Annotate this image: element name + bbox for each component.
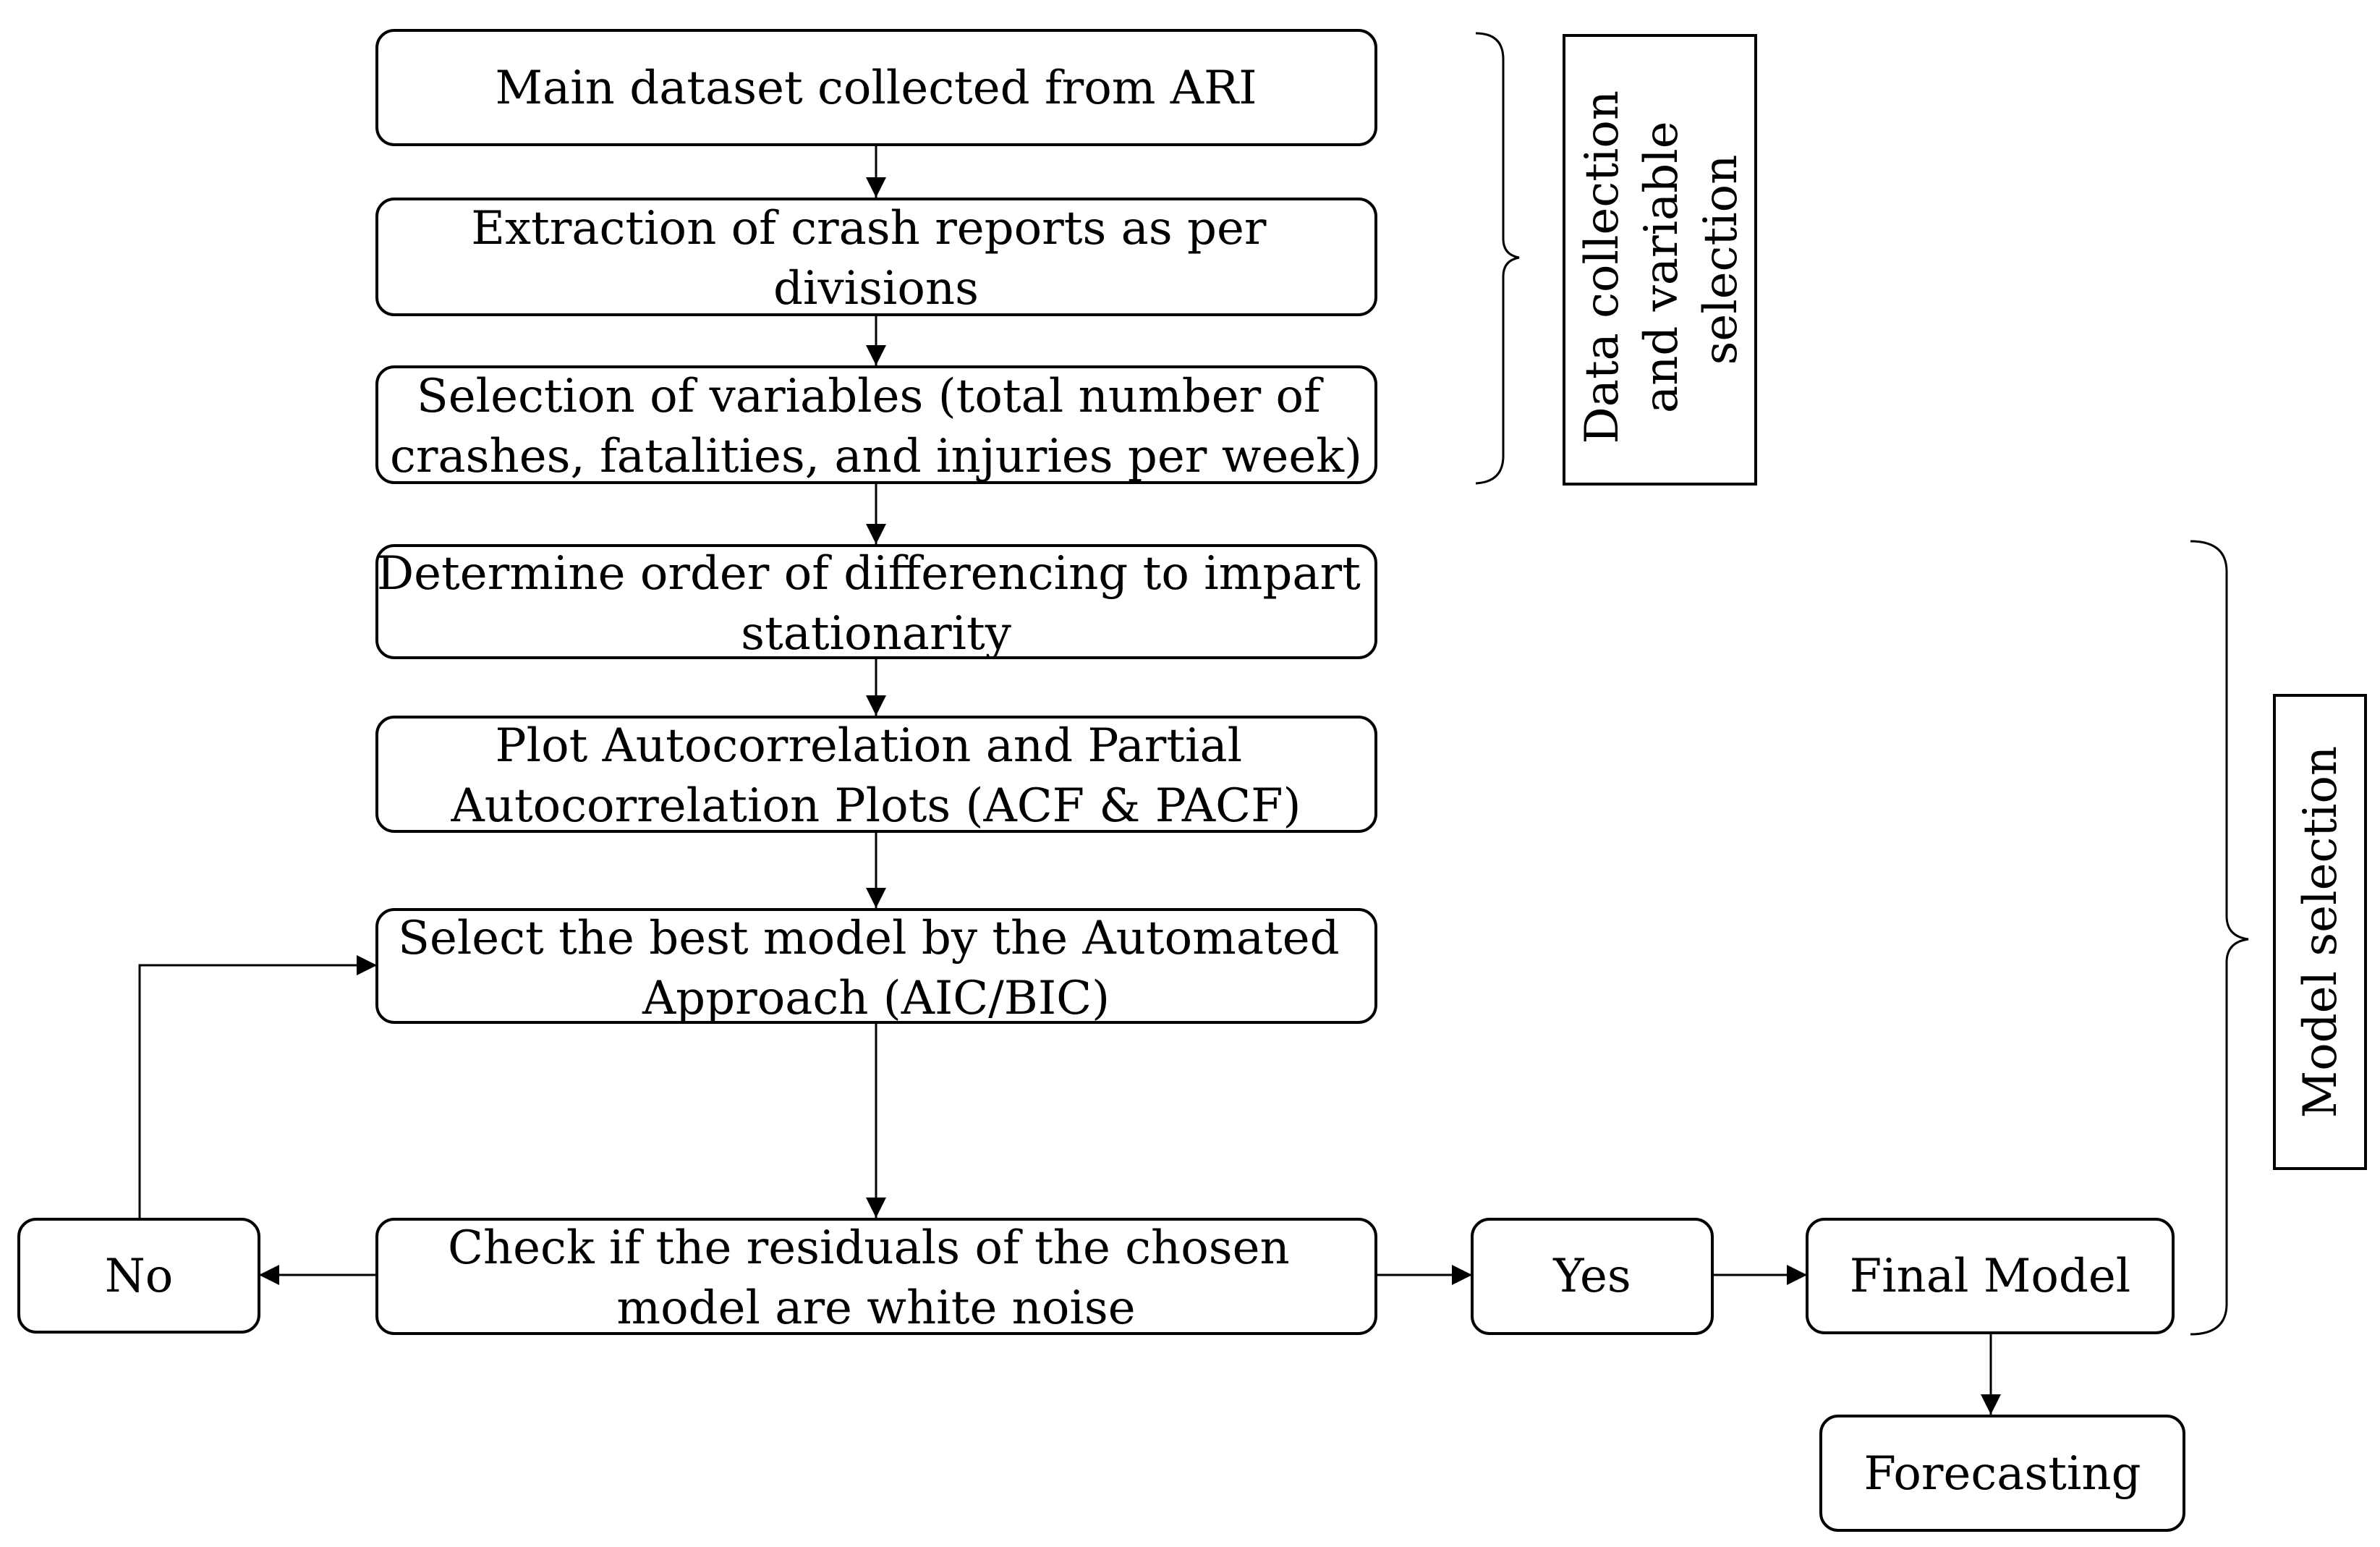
acf-pacf-line-2: Autocorrelation Plots (ACF & PACF) <box>451 779 1301 833</box>
box-final-model <box>1806 1218 2175 1334</box>
box-yes-label: Yes <box>1552 1250 1631 1303</box>
no-line-1: No <box>105 1250 174 1303</box>
best-model-line-1: Select the best model by the Automated <box>398 912 1339 965</box>
forecasting-line-1: Forecasting <box>1863 1447 2141 1501</box>
residual-check-line-2: model are white noise <box>616 1281 1135 1335</box>
data-collection-line-3: selection <box>1694 155 1748 365</box>
box-extraction-label: Extraction of crash reports as per divis… <box>471 202 1281 315</box>
box-differencing-label: Determine order of differencing to impar… <box>377 547 1375 661</box>
extraction-line-1: Extraction of crash reports as per <box>471 202 1267 255</box>
box-no-label: No <box>105 1250 174 1303</box>
model-selection-line-1: Model selection <box>2294 746 2347 1119</box>
model-selection-label: Model selection <box>2294 746 2347 1119</box>
box-yes <box>1471 1218 1714 1335</box>
box-acf-pacf-label: Plot Autocorrelation and Partial Autocor… <box>451 719 1301 833</box>
box-forecasting-label: Forecasting <box>1863 1447 2141 1501</box>
box-differencing <box>375 544 1377 659</box>
box-best-model <box>375 908 1377 1024</box>
residual-check-line-1: Check if the residuals of the chosen <box>448 1221 1290 1275</box>
box-residual-check-label: Check if the residuals of the chosen mod… <box>448 1221 1304 1335</box>
best-model-line-2: Approach (AIC/BIC) <box>642 972 1110 1025</box>
box-forecasting <box>1819 1415 2185 1532</box>
box-selection-variables-label: Selection of variables (total number of … <box>390 370 1362 483</box>
main-dataset-line-1: Main dataset collected from ARI <box>496 62 1257 115</box>
selection-variables-line-2: crashes, fatalities, and injuries per we… <box>390 430 1362 483</box>
differencing-line-2: stationarity <box>741 607 1011 661</box>
model-selection-brace <box>2190 540 2249 1336</box>
box-best-model-label: Select the best model by the Automated A… <box>398 912 1354 1025</box>
yes-line-1: Yes <box>1552 1250 1631 1303</box>
box-acf-pacf <box>375 716 1377 833</box>
box-main-dataset <box>375 29 1377 146</box>
data-collection-label: Data collection and variable selection <box>1576 76 1748 444</box>
box-residual-check <box>375 1218 1377 1335</box>
box-selection-variables <box>375 365 1377 484</box>
selection-variables-line-1: Selection of variables (total number of <box>417 370 1324 423</box>
box-no <box>17 1218 260 1334</box>
data-collection-line-2: and variable <box>1635 121 1688 413</box>
box-extraction <box>375 198 1377 316</box>
data-collection-brace <box>1475 32 1520 485</box>
group-annotations: Data collection and variable selection M… <box>1475 32 2367 1336</box>
connectors <box>138 145 2001 1415</box>
box-final-model-label: Final Model <box>1850 1250 2130 1303</box>
process-boxes: Main dataset collected from ARI Extracti… <box>17 29 2185 1532</box>
model-selection-frame <box>2273 694 2367 1170</box>
final-model-line-1: Final Model <box>1850 1250 2130 1303</box>
extraction-line-2: divisions <box>773 262 979 315</box>
acf-pacf-line-1: Plot Autocorrelation and Partial <box>496 719 1243 773</box>
data-collection-line-1: Data collection <box>1576 90 1629 444</box>
data-collection-frame <box>1563 34 1757 486</box>
arrow-no-to-best-model <box>138 955 377 1218</box>
box-main-dataset-label: Main dataset collected from ARI <box>496 62 1257 115</box>
differencing-line-1: Determine order of differencing to impar… <box>377 547 1361 601</box>
